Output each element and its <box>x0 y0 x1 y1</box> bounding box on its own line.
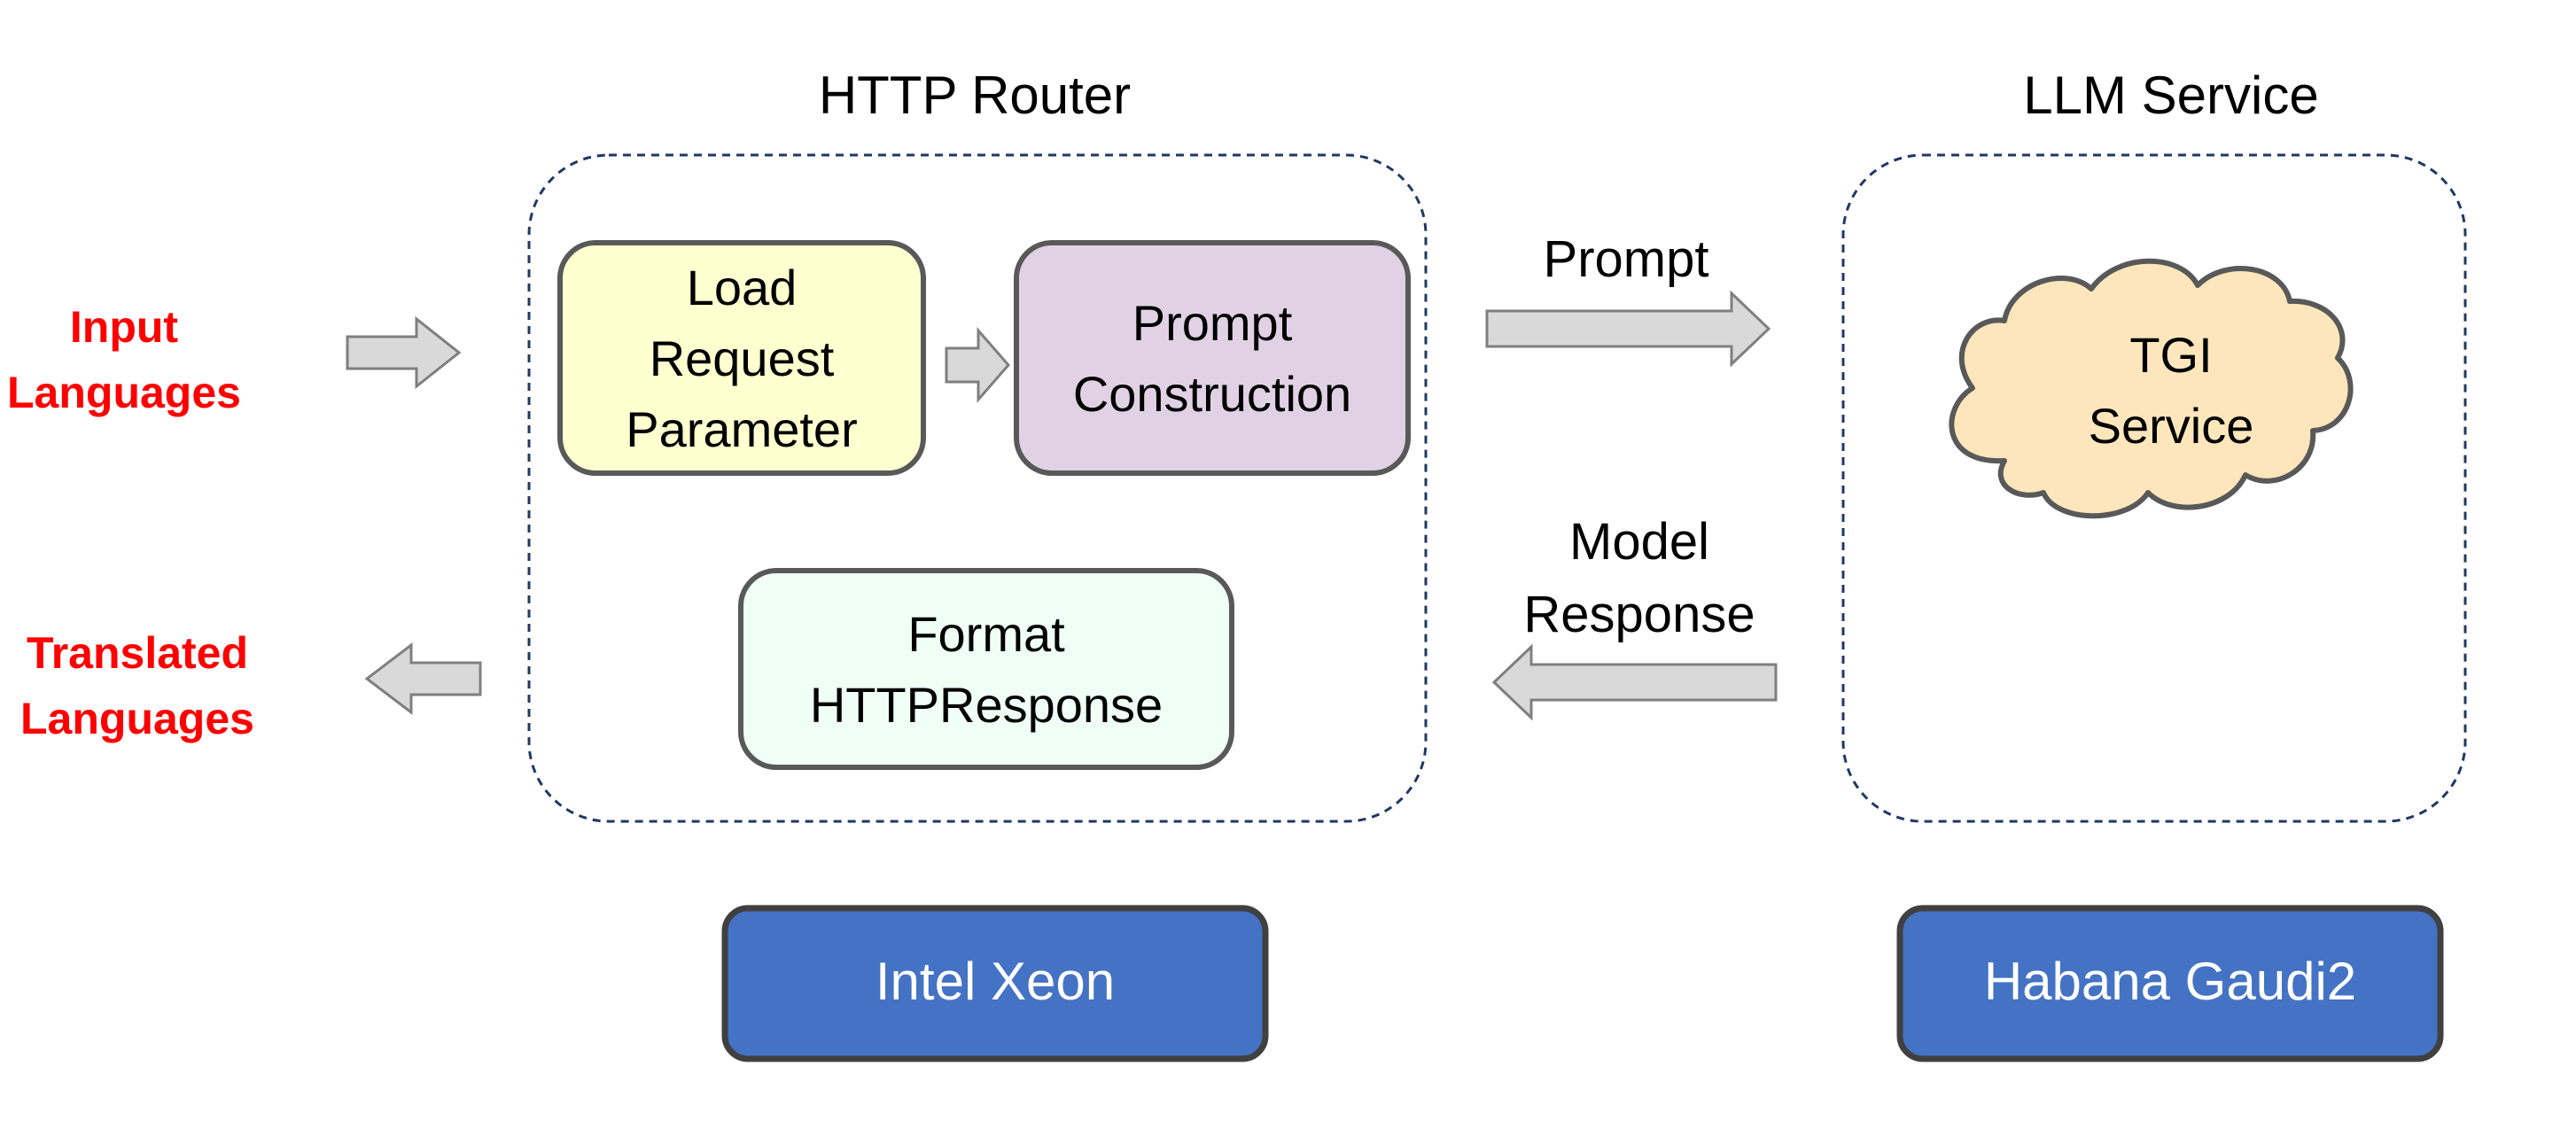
llm-service-container <box>1841 153 2467 823</box>
model-response-arrow-label: Model Response <box>1523 513 1755 643</box>
habana-gaudi2-box <box>1896 905 2444 1062</box>
prompt-arrow-label: Prompt <box>1543 230 1709 288</box>
prompt-arrow <box>1485 290 1771 368</box>
tgi-service-text: TGI Service <box>2088 327 2254 454</box>
format-response-box <box>738 568 1234 770</box>
habana-gaudi2-label: Habana Gaudi2 <box>1983 952 2357 1011</box>
intel-xeon-label: Intel Xeon <box>875 952 1116 1011</box>
load-to-prompt-arrow <box>945 326 1010 404</box>
tgi-cloud-shape <box>1949 258 2354 519</box>
model-response-arrow <box>1491 643 1778 721</box>
format-response-text: Format HTTPResponse <box>809 606 1163 733</box>
load-request-box <box>557 240 926 476</box>
llm-service-title: LLM Service <box>2023 66 2319 125</box>
http-router-title: HTTP Router <box>818 66 1132 125</box>
prompt-construction-text: Prompt Construction <box>1072 295 1352 422</box>
translated-languages-label: Translated Languages <box>20 628 254 743</box>
load-request-text: Load Request Parameter <box>626 260 858 457</box>
prompt-construction-box <box>1014 240 1411 476</box>
output-arrow <box>364 641 482 716</box>
http-router-container <box>527 153 1428 823</box>
input-arrow <box>346 315 462 390</box>
intel-xeon-box <box>721 905 1269 1062</box>
input-languages-label: Input Languages <box>7 302 241 417</box>
